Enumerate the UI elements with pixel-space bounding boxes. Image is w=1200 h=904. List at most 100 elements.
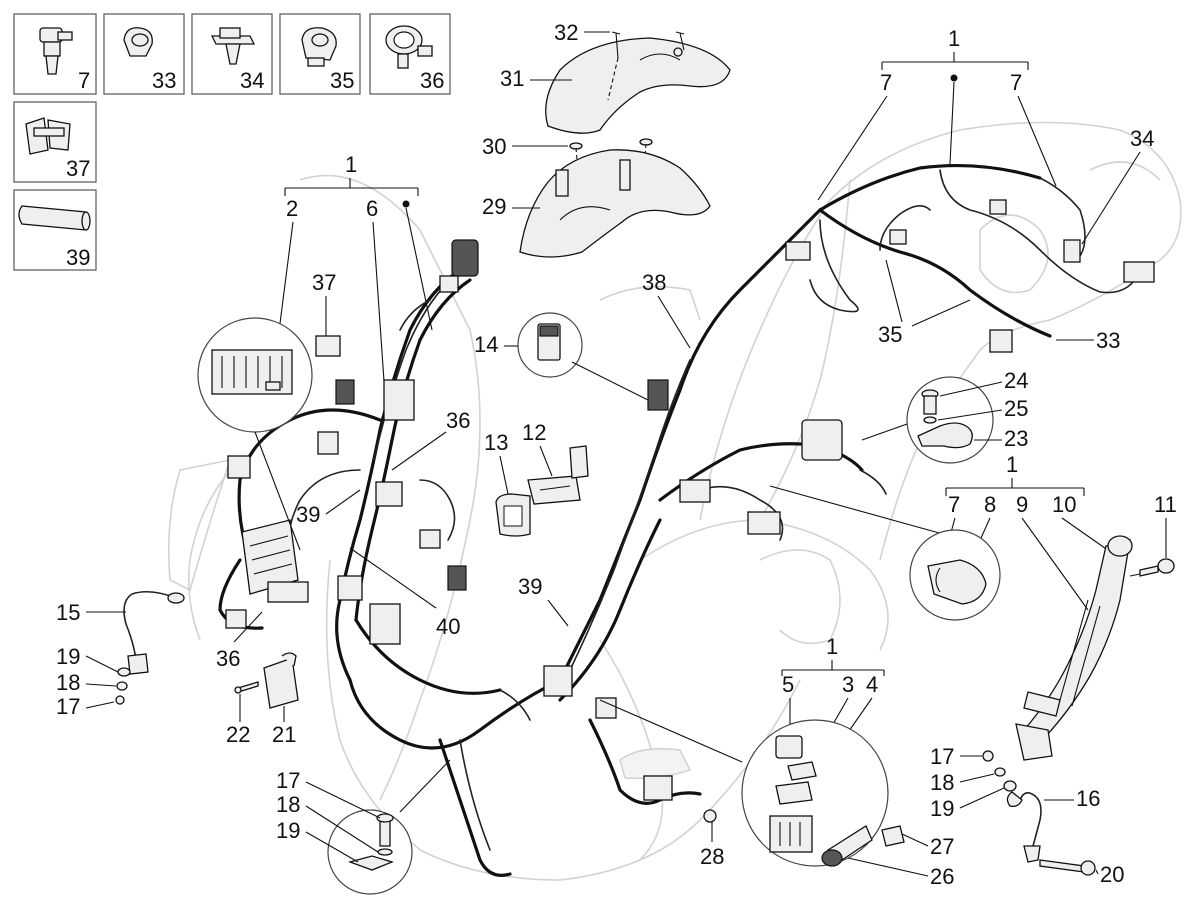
thumb-label: 33 <box>152 68 176 93</box>
callout-27: 27 <box>930 834 954 859</box>
connector[interactable] <box>543 665 573 697</box>
thumb-label: 39 <box>66 245 90 270</box>
connector[interactable] <box>747 511 781 535</box>
thumb-label: 35 <box>330 68 354 93</box>
cable-clamp-icon <box>123 27 153 57</box>
callout-39: 39 <box>518 574 542 599</box>
connector[interactable] <box>1063 239 1081 263</box>
clip-12[interactable] <box>527 445 589 505</box>
callout-14: 14 <box>474 332 498 357</box>
callout-36: 36 <box>446 408 470 433</box>
push-clip-icon <box>210 27 256 65</box>
connector[interactable] <box>419 529 441 549</box>
callout-19: 19 <box>930 796 954 821</box>
callout-40: 40 <box>436 614 460 639</box>
connector[interactable] <box>447 565 467 591</box>
double-clip-icon <box>25 117 71 155</box>
bolt-20[interactable] <box>1039 859 1096 876</box>
thumb-label: 34 <box>240 68 264 93</box>
callout-33: 33 <box>1096 328 1120 353</box>
hardware-17-18-19-right[interactable] <box>982 750 1017 792</box>
screw-32[interactable] <box>607 31 685 101</box>
screw-22[interactable] <box>234 681 259 694</box>
connector[interactable] <box>335 379 355 405</box>
ground-cable-15[interactable] <box>123 590 185 675</box>
connector[interactable] <box>227 455 251 479</box>
bolt-11[interactable] <box>1139 558 1175 577</box>
group-bracket-left: 1 2 6 <box>271 152 433 411</box>
thumb-37[interactable]: 37 <box>13 101 97 183</box>
connector[interactable] <box>647 379 669 411</box>
connector[interactable] <box>315 335 341 357</box>
connector[interactable] <box>383 379 415 421</box>
group-bracket-top-right: 1 7 7 <box>817 26 1057 201</box>
callout-18: 18 <box>276 792 300 817</box>
callout-group: 32 31 30 29 14 12 13 37 36 39 40 38 35 3… <box>56 20 1177 889</box>
connector[interactable] <box>989 199 1007 215</box>
clamp-23-detail <box>861 376 994 464</box>
connector[interactable] <box>595 697 617 719</box>
connector[interactable] <box>1123 261 1155 283</box>
connector[interactable] <box>679 479 711 503</box>
connector[interactable] <box>375 481 403 507</box>
callout-13: 13 <box>484 430 508 455</box>
callout-3: 3 <box>842 672 854 697</box>
bullet-dot <box>402 200 410 208</box>
callout-37: 37 <box>312 270 336 295</box>
callout-17: 17 <box>56 694 80 719</box>
connector[interactable] <box>889 229 907 245</box>
upper-cover-31[interactable] <box>545 37 731 134</box>
thumb-label: 7 <box>78 68 90 93</box>
thumb-34[interactable]: 34 <box>191 13 273 95</box>
thumb-36[interactable]: 36 <box>369 13 451 95</box>
thumb-39[interactable]: 39 <box>13 189 97 271</box>
callout-17: 17 <box>276 768 300 793</box>
connector[interactable] <box>225 609 247 629</box>
scooter-frame-outline <box>167 121 1182 881</box>
callout-19: 19 <box>56 644 80 669</box>
thumb-35[interactable]: 35 <box>279 13 361 95</box>
ecu-module[interactable] <box>241 519 309 603</box>
relay-21[interactable] <box>263 652 299 709</box>
callout-9: 9 <box>1016 492 1028 517</box>
ground-bolt-detail <box>327 759 451 895</box>
ring-clip-icon <box>385 25 433 69</box>
callout-2: 2 <box>286 196 298 221</box>
ground-cable-16[interactable] <box>1006 791 1042 863</box>
callout-28: 28 <box>700 844 724 869</box>
connector[interactable] <box>989 329 1013 353</box>
callout-39: 39 <box>296 502 320 527</box>
connector[interactable] <box>337 575 363 601</box>
connector[interactable] <box>801 419 843 461</box>
callout-4: 4 <box>866 672 878 697</box>
connector[interactable] <box>785 241 811 261</box>
group-label: 1 <box>826 634 838 659</box>
connector[interactable] <box>451 239 479 277</box>
connector[interactable] <box>439 275 459 293</box>
callout-34: 34 <box>1130 126 1154 151</box>
battery-cable-9[interactable] <box>1015 535 1133 761</box>
connector[interactable] <box>369 603 401 645</box>
callout-7: 7 <box>1010 70 1022 95</box>
callout-30: 30 <box>482 134 506 159</box>
thumb-33[interactable]: 33 <box>103 13 185 95</box>
callout-38: 38 <box>642 270 666 295</box>
screw-28[interactable] <box>703 809 717 823</box>
lower-cover-29[interactable] <box>519 149 711 258</box>
callout-8: 8 <box>984 492 996 517</box>
callout-36: 36 <box>216 646 240 671</box>
callout-12: 12 <box>522 420 546 445</box>
group-label: 1 <box>1006 452 1018 477</box>
group-label: 1 <box>948 26 960 51</box>
callout-25: 25 <box>1004 396 1028 421</box>
callout-18: 18 <box>56 670 80 695</box>
hardware-17-18-19-left[interactable] <box>115 667 131 705</box>
connector[interactable] <box>643 775 673 801</box>
harness-connectors[interactable] <box>225 199 1155 801</box>
grommet-13[interactable] <box>495 493 531 537</box>
thumb-7[interactable]: 7 <box>13 13 97 95</box>
main-wiring-harness[interactable] <box>218 163 1141 877</box>
fuse-holder-detail <box>599 699 905 867</box>
connector[interactable] <box>317 431 339 455</box>
